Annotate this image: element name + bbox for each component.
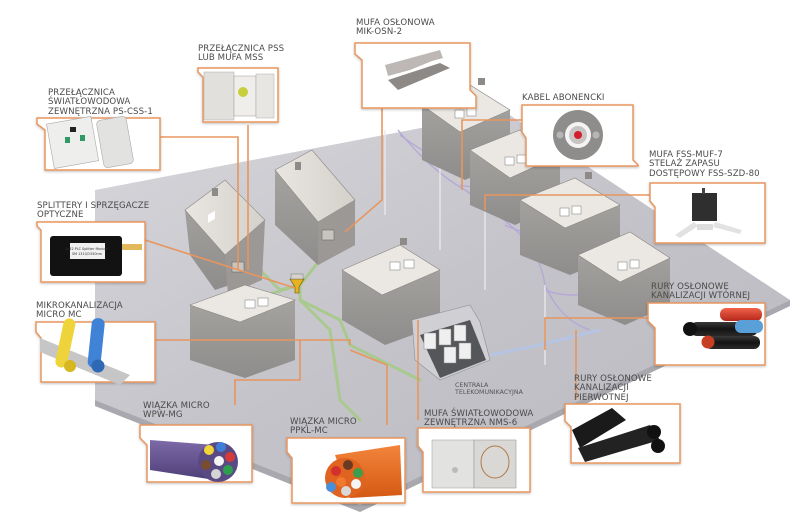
wiazka-wpw-image bbox=[150, 440, 238, 482]
rury-wtornej-image bbox=[683, 308, 763, 349]
label-kabel-abonencki: KABEL ABONENCKI bbox=[522, 93, 605, 103]
mufa-fss-image bbox=[675, 188, 742, 238]
house bbox=[189, 284, 296, 378]
wiazka-ppkl-image bbox=[325, 445, 402, 498]
splitter-symbol bbox=[289, 273, 305, 294]
mufa-oslonowa-image bbox=[385, 50, 450, 90]
label-wiazka-wpw: WIĄZKA MICRO WPW-MG bbox=[143, 401, 210, 421]
rury-pierwotnej-image bbox=[572, 408, 665, 462]
splitter-module-text: 1x32 PLC Splitter Module SM 1310/1550nm bbox=[65, 247, 109, 256]
house bbox=[274, 149, 356, 265]
kabel-abonencki-image bbox=[553, 110, 603, 160]
splitter-image: 1x32 PLC Splitter Module SM 1310/1550nm bbox=[50, 236, 142, 276]
label-mufa-oslonowa: MUFA OSŁONOWA MIK-OSN-2 bbox=[356, 18, 435, 38]
label-splittery: SPLITTERY I SPRZĘGACZE OPTYCZNE bbox=[37, 201, 150, 221]
label-mikrokanalizacja: MIKROKANALIZACJA MICRO MC bbox=[36, 301, 123, 321]
leader-lines bbox=[144, 92, 650, 425]
label-rury-wtornej: RURY OSŁONOWE KANALIZACJI WTÓRNEJ bbox=[651, 282, 751, 302]
label-przelacznica-pss: PRZEŁĄCZNICA PSS LUB MUFA MSS bbox=[198, 44, 285, 64]
mufa-nms-image bbox=[431, 439, 517, 489]
mikrokanalizacja-image bbox=[40, 318, 130, 385]
label-wiazka-ppkl: WIĄZKA MICRO PPKL-MC bbox=[290, 417, 357, 437]
label-mufa-fss: MUFA FSS-MUF-7 STELAŻ ZAPASU DOSTĘPOWY F… bbox=[649, 150, 760, 179]
central-office-label: CENTRALA TELEKOMUNIKACYJNA bbox=[454, 382, 524, 396]
label-przelacznica-ps-css: PRZEŁĄCZNICA ŚWIATŁOWODOWA ZEWNĘTRZNA PS… bbox=[48, 88, 153, 117]
primary-duct bbox=[489, 328, 601, 357]
label-rury-pierwotnej: RURY OSŁONOWE KANALIZACJI PIERWOTNEJ bbox=[574, 374, 652, 403]
ps-css-image bbox=[46, 115, 134, 169]
central-office: CENTRALA TELEKOMUNIKACYJNA bbox=[411, 304, 524, 396]
utility-poles bbox=[384, 130, 546, 365]
house bbox=[577, 231, 671, 325]
label-mufa-nms: MUFA ŚWIATŁOWODOWA ZEWNĘTRZNA NMS-6 bbox=[424, 409, 534, 429]
przelacznica-pss-image bbox=[203, 71, 275, 121]
